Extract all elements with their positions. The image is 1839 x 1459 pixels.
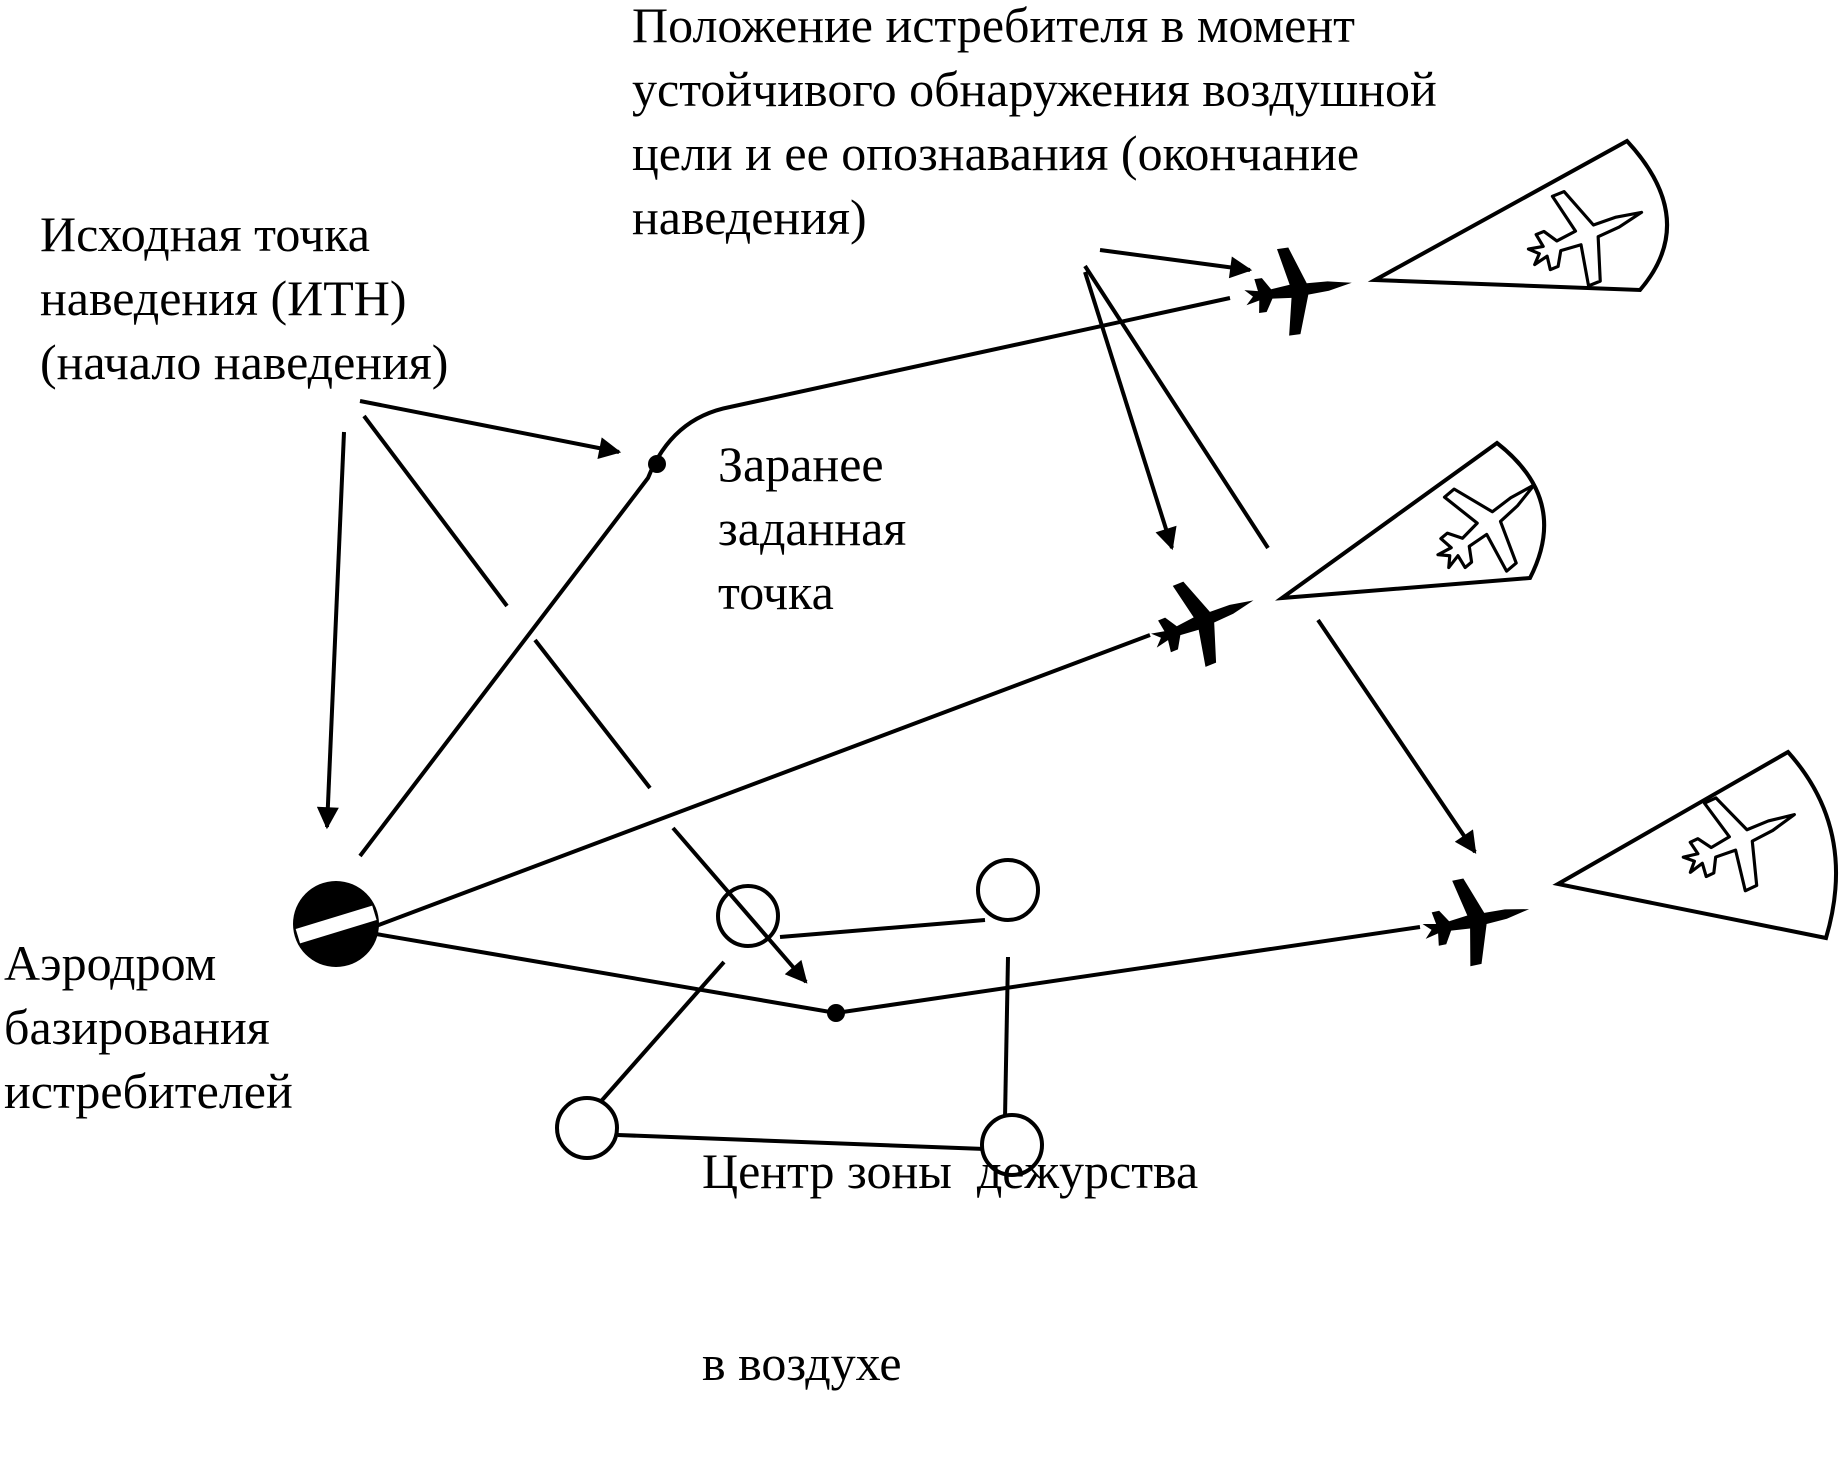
preset-point-line-1: Заранее xyxy=(718,436,884,492)
airfield-line-1: Аэродром xyxy=(4,935,217,991)
initial-point-line-1: Исходная точка xyxy=(40,206,370,262)
fighter-jet-icon xyxy=(1415,866,1539,975)
zone-corner-circle xyxy=(980,1113,1044,1177)
route-direct-to-second-fighter xyxy=(375,633,1151,928)
fighter-position-line-1: Положение истребителя в момент xyxy=(632,0,1355,53)
initial-point-line-3: (начало наведения) xyxy=(40,334,449,390)
zone-corner-circle xyxy=(555,1096,619,1160)
radar-sector-2 xyxy=(1275,440,1547,601)
route-via-preset-point xyxy=(358,296,1231,858)
airfield-line-2: базирования xyxy=(4,999,270,1055)
interception-diagram xyxy=(293,138,1838,1177)
patrol-zone-center-line-2: в воздухе xyxy=(702,1335,902,1391)
zone-corner-circle xyxy=(976,858,1040,922)
callout-lines xyxy=(316,248,1477,984)
initial-point-line-2: наведения (ИТН) xyxy=(40,270,407,326)
preset-point-marker xyxy=(648,455,666,473)
patrol-zone-center-line-1: Центр зоны дежурства xyxy=(702,1143,1199,1199)
preset-point-label: Заранее заданная точка xyxy=(718,432,906,624)
preset-point-line-3: точка xyxy=(718,564,834,620)
fighter-routes xyxy=(358,296,1421,1016)
fighter-position-line-2: устойчивого обнаружения воздушной xyxy=(632,61,1437,117)
fighter-position-label: Положение истребителя в момент устойчиво… xyxy=(632,0,1437,249)
patrol-zone-center-label: Центр зоны дежурства в воздухе xyxy=(702,1011,1198,1459)
airfield-label: Аэродром базирования истребителей xyxy=(4,931,293,1123)
fighter-jet-icon xyxy=(1137,559,1270,682)
initial-point-label: Исходная точка наведения (ИТН) (начало н… xyxy=(40,202,448,394)
fighter-position-line-3: цели и ее опознавания (окончание xyxy=(632,125,1360,181)
airfield-symbol-icon xyxy=(293,881,379,967)
zone-center-marker xyxy=(827,1004,845,1022)
airfield-line-3: истребителей xyxy=(4,1063,293,1119)
route-via-zone-center xyxy=(375,925,1421,1016)
fighter-jet-icon xyxy=(1239,239,1358,341)
fighter-position-line-4: наведения) xyxy=(632,189,867,245)
preset-point-line-2: заданная xyxy=(718,500,907,556)
